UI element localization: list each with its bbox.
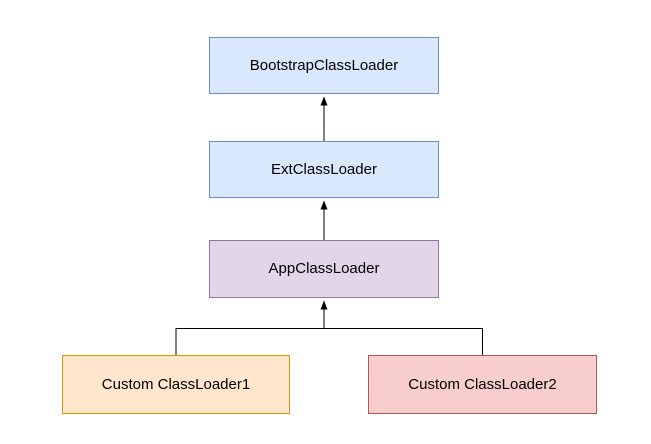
node-app-classloader-label: AppClassLoader bbox=[268, 260, 380, 277]
node-custom-classloader2: Custom ClassLoader2 bbox=[368, 355, 597, 414]
node-ext-classloader: ExtClassLoader bbox=[209, 141, 439, 198]
node-ext-classloader-label: ExtClassLoader bbox=[271, 160, 377, 178]
edge-custom-junction bbox=[175, 328, 483, 355]
node-bootstrap-classloader: BootstrapClassLoader bbox=[209, 37, 439, 94]
node-custom-classloader1-label: Custom ClassLoader1 bbox=[101, 375, 251, 393]
node-custom-classloader1: Custom ClassLoader1 bbox=[62, 355, 290, 414]
node-app-classloader: AppClassLoader bbox=[209, 240, 439, 298]
node-custom-classloader2-label: Custom ClassLoader2 bbox=[408, 375, 557, 393]
node-bootstrap-classloader-label: BootstrapClassLoader bbox=[249, 56, 399, 74]
